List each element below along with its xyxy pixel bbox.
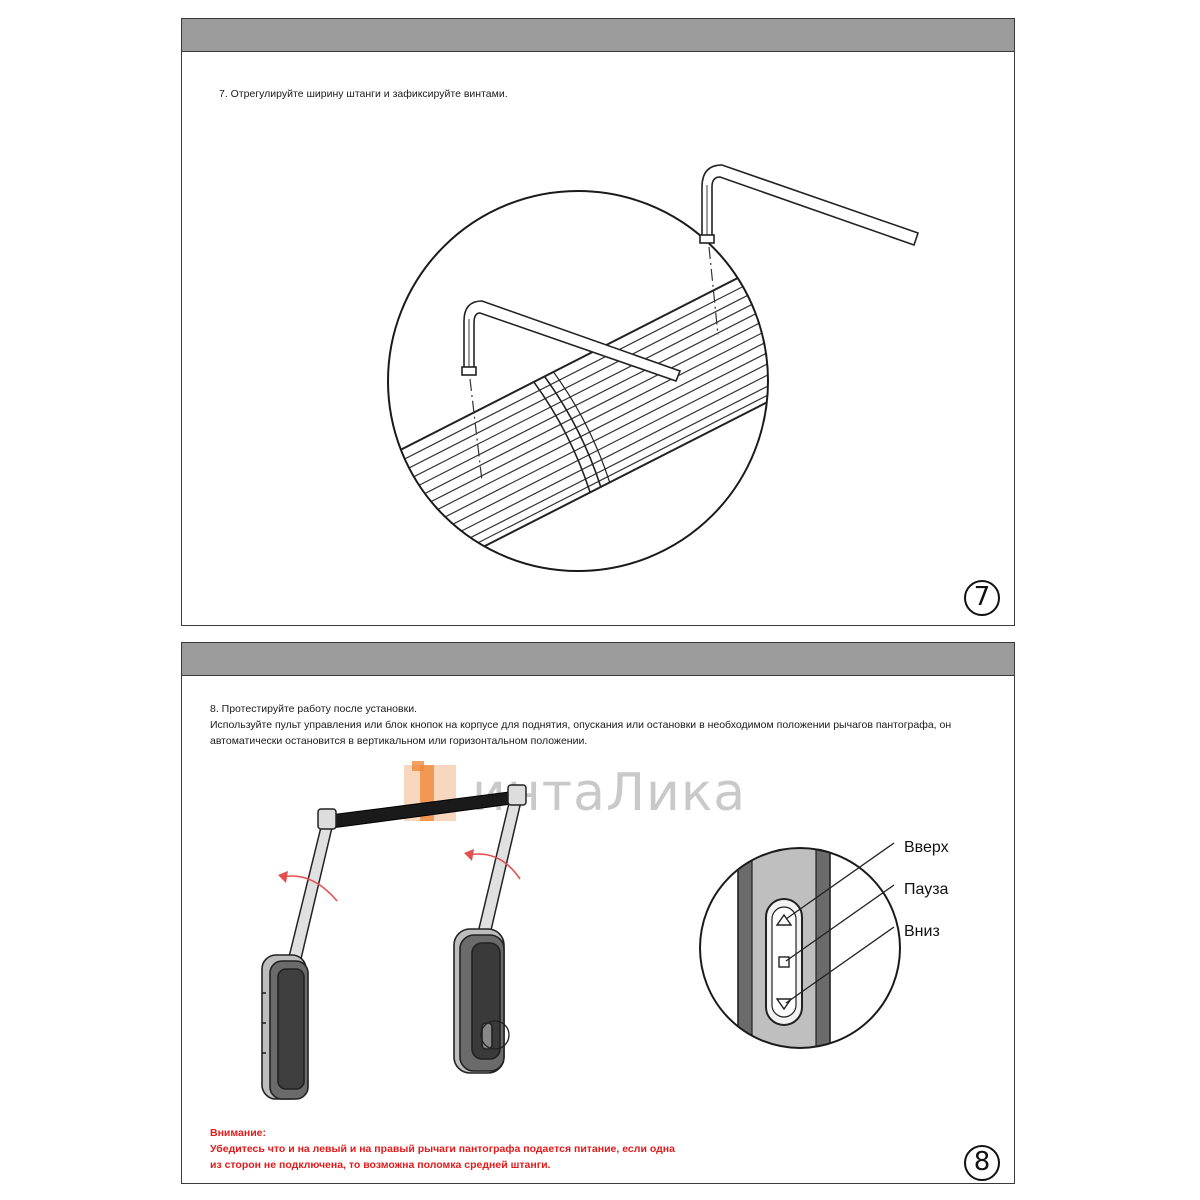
step-8-number-badge: 8 (964, 1145, 1000, 1181)
warning-line-1: Убедитесь что и на левый и на правый рыч… (210, 1143, 675, 1155)
step-7-header-bar (182, 19, 1014, 52)
rod-adjustment-illustration (387, 164, 920, 572)
step-8-panel: 8. Протестируйте работу после установки.… (181, 642, 1015, 1184)
step-8-header-bar (182, 643, 1014, 676)
step-7-number-badge: 7 (964, 580, 1000, 616)
button-label-down: Вниз (904, 923, 940, 940)
pantograph-illustration (261, 784, 901, 1100)
step-8-line-3: автоматически остановится в вертикальном… (210, 735, 588, 747)
warning-title: Внимание: (210, 1127, 266, 1139)
step-7-panel: 7. Отрегулируйте ширину штанги и зафикси… (181, 18, 1015, 626)
button-label-pause: Пауза (904, 881, 949, 898)
step-7-instruction: 7. Отрегулируйте ширину штанги и зафикси… (219, 88, 508, 100)
warning-line-2: из сторон не подключена, то возможна пол… (210, 1159, 551, 1171)
step-8-line-2: Используйте пульт управления или блок кн… (210, 719, 952, 731)
button-label-up: Вверх (904, 839, 949, 856)
step-8-line-1: 8. Протестируйте работу после установки. (210, 703, 417, 715)
